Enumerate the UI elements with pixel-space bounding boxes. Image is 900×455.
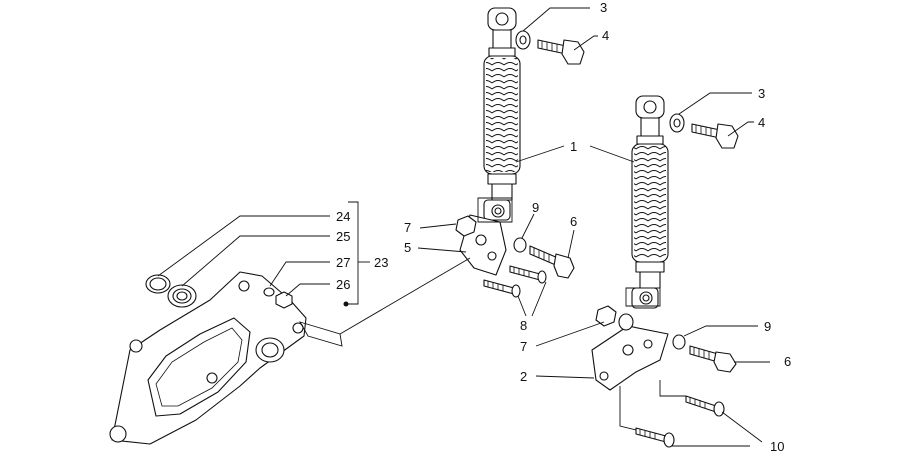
screw-right-10a	[685, 395, 725, 417]
callout-4-right: 4	[758, 115, 765, 130]
nut-left	[455, 215, 477, 237]
bolt-left-6	[529, 245, 575, 279]
nut-right	[595, 305, 617, 327]
nut-26	[275, 291, 293, 309]
callout-6-left: 6	[570, 214, 577, 229]
callout-3-right: 3	[758, 86, 765, 101]
oring-27	[263, 287, 275, 297]
link-line	[339, 257, 471, 335]
washer-top-left	[515, 30, 531, 50]
swing-arm	[109, 271, 307, 445]
bolt-top-left	[537, 39, 585, 65]
leader-lines	[157, 7, 770, 447]
eye-plate-left	[477, 197, 513, 223]
screw-left-8b	[483, 279, 521, 298]
link-plate	[299, 321, 343, 347]
screw-right-10b	[635, 427, 675, 448]
callout-24: 24	[336, 209, 350, 224]
callout-10: 10	[770, 439, 784, 454]
bolt-right-6	[689, 345, 737, 373]
washer-left-9	[513, 237, 527, 253]
screw-left-8a	[509, 265, 547, 284]
callout-26: 26	[336, 277, 350, 292]
callout-2: 2	[520, 369, 527, 384]
callout-1: 1	[570, 139, 577, 154]
callout-27: 27	[336, 255, 350, 270]
shock-absorber-left	[483, 7, 521, 221]
circlip-24	[145, 274, 171, 294]
eye-plate-right	[625, 287, 661, 307]
callout-6-right: 6	[784, 354, 791, 369]
bracket-right	[591, 325, 669, 391]
callout-3-top: 3	[600, 0, 607, 15]
callout-25: 25	[336, 229, 350, 244]
callout-7-right: 7	[520, 339, 527, 354]
shock-absorber-right	[631, 95, 669, 309]
bearing-25	[167, 284, 197, 308]
washer-top-right	[669, 113, 685, 133]
callout-9-right: 9	[764, 319, 771, 334]
washer-right-7	[618, 313, 634, 331]
callout-5: 5	[404, 240, 411, 255]
callout-8: 8	[520, 318, 527, 333]
callout-23: 23	[374, 255, 388, 270]
washer-right-9	[672, 334, 686, 350]
bolt-top-right	[691, 123, 739, 149]
callout-4-top: 4	[602, 28, 609, 43]
callout-9-left: 9	[532, 200, 539, 215]
callout-7-left: 7	[404, 220, 411, 235]
